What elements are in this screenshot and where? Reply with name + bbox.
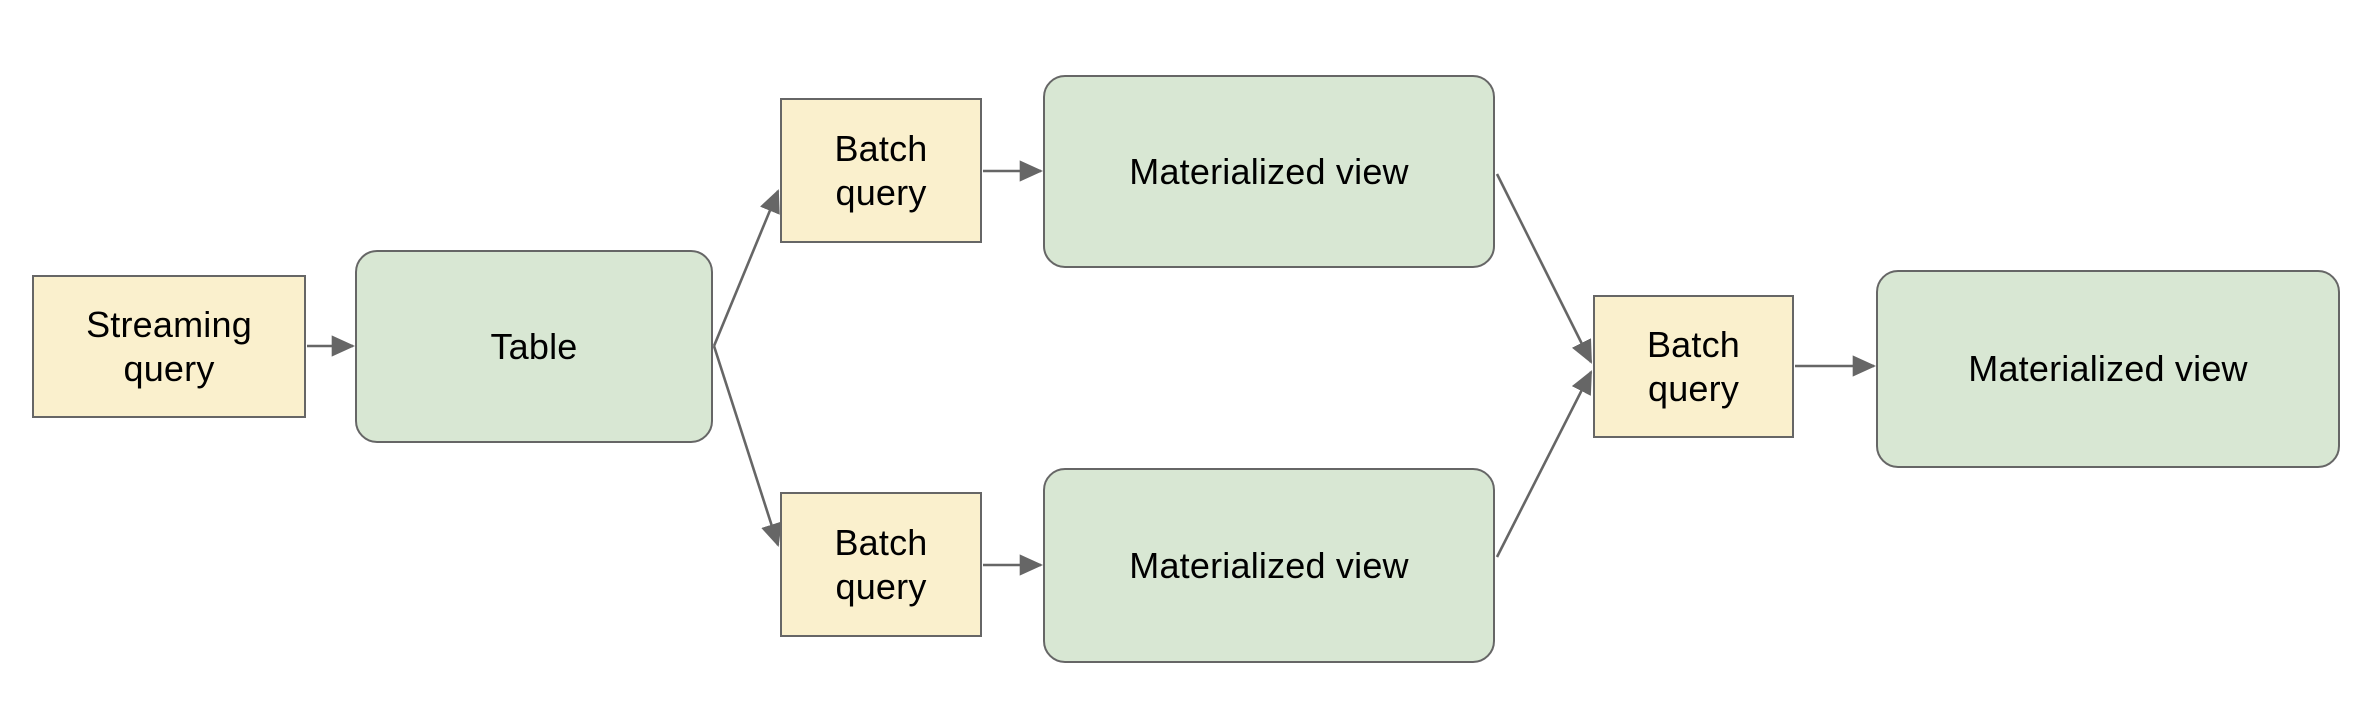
node-batch-query-bottom[interactable]: Batch query [780, 492, 982, 637]
edge-materialized-view-bottom-to-batch-query-right [1495, 370, 1593, 558]
node-materialized-view-top[interactable]: Materialized view [1043, 75, 1495, 268]
node-label-materialized-view-top: Materialized view [1129, 150, 1409, 192]
edge-table-to-batch-query-top [712, 189, 780, 347]
node-materialized-view-bottom[interactable]: Materialized view [1043, 468, 1495, 663]
node-label-batch-query-top: Batch query [834, 127, 928, 213]
node-batch-query-top[interactable]: Batch query [780, 98, 982, 243]
node-label-table: Table [490, 325, 578, 367]
node-label-streaming-query: Streaming query [86, 303, 252, 389]
node-label-materialized-view-bottom: Materialized view [1129, 544, 1409, 586]
node-streaming-query[interactable]: Streaming query [32, 275, 306, 418]
node-table[interactable]: Table [355, 250, 713, 443]
edge-table-to-batch-query-bottom [712, 345, 782, 547]
node-label-materialized-view-right: Materialized view [1968, 348, 2248, 390]
node-batch-query-right[interactable]: Batch query [1593, 295, 1794, 438]
edge-materialized-view-top-to-batch-query-right [1495, 173, 1593, 364]
node-label-batch-query-right: Batch query [1646, 323, 1741, 409]
node-materialized-view-right[interactable]: Materialized view [1876, 270, 2340, 468]
node-label-batch-query-bottom: Batch query [834, 521, 928, 607]
